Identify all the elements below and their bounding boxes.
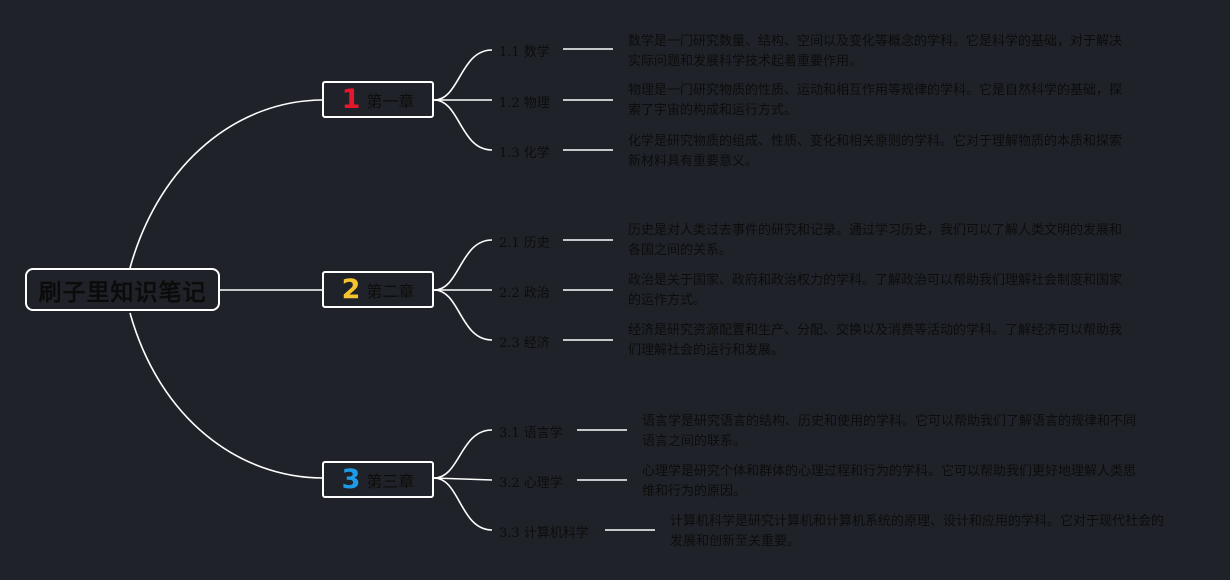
chapter-2-title: 第二章	[366, 281, 415, 301]
description-2-1: 历史是对人类过去事件的研究和记录。通过学习历史，我们可以了解人类文明的发展和各国…	[628, 223, 1123, 258]
topic-2-3[interactable]: 2.3 经济	[499, 336, 550, 351]
chapter-3-title: 第三章	[366, 471, 415, 491]
description-1-1: 数学是一门研究数量、结构、空间以及变化等概念的学科。它是科学的基础，对于解决实际…	[628, 34, 1123, 69]
connector-ch2-topic3	[433, 289, 493, 341]
connector-ch2-topic1	[433, 239, 493, 291]
description-1-2: 物理是一门研究物质的性质、运动和相互作用等规律的学科。它是自然科学的基础，探索了…	[628, 83, 1123, 118]
description-2-3: 经济是研究资源配置和生产、分配、交换以及消费等活动的学科。了解经济可以帮助我们理…	[628, 323, 1123, 358]
description-2-2: 政治是关于国家、政府和政治权力的学科。了解政治可以帮助我们理解社会制度和国家的运…	[628, 273, 1123, 308]
description-3-3: 计算机科学是研究计算机和计算机系统的原理、设计和应用的学科。它对于现代社会的发展…	[670, 514, 1165, 549]
connector-ch3-topic3	[433, 477, 493, 531]
topic-1-3[interactable]: 1.3 化学	[499, 146, 550, 161]
topic-2-2[interactable]: 2.2 政治	[499, 286, 550, 301]
connector-ch1-topic1	[433, 49, 493, 101]
description-1-3: 化学是研究物质的组成、性质、变化和相关原则的学科。它对于理解物质的本质和探索新材…	[628, 134, 1123, 169]
topic-3-2[interactable]: 3.2 心理学	[499, 476, 563, 491]
topic-2-1[interactable]: 2.1 历史	[499, 236, 550, 251]
chapter-1-number: 1	[341, 84, 361, 115]
root-title: 刷子里知识笔记	[38, 279, 207, 306]
connector-ch3-topic2	[433, 477, 493, 481]
chapter-3-node[interactable]: 3 第三章	[322, 461, 434, 498]
topic-3-1[interactable]: 3.1 语言学	[499, 426, 563, 441]
root-node[interactable]: 刷子里知识笔记	[25, 268, 220, 311]
chapter-2-node[interactable]: 2 第二章	[322, 271, 434, 308]
connector-root-chapter-1	[129, 99, 324, 269]
chapter-1-node[interactable]: 1 第一章	[322, 81, 434, 118]
connector-root-chapter-3	[129, 312, 324, 479]
description-3-1: 语言学是研究语言的结构、历史和使用的学科。它可以帮助我们了解语言的规律和不同语言…	[642, 414, 1137, 449]
description-3-2: 心理学是研究个体和群体的心理过程和行为的学科。它可以帮助我们更好地理解人类思维和…	[642, 464, 1137, 499]
topic-1-1[interactable]: 1.1 数学	[499, 45, 550, 60]
connector-ch3-topic1	[433, 429, 493, 479]
chapter-3-number: 3	[341, 464, 361, 495]
chapter-2-number: 2	[341, 274, 361, 305]
topic-1-2[interactable]: 1.2 物理	[499, 96, 550, 111]
connector-ch1-topic3	[433, 99, 493, 151]
chapter-1-title: 第一章	[366, 91, 415, 111]
topic-3-3[interactable]: 3.3 计算机科学	[499, 526, 589, 541]
